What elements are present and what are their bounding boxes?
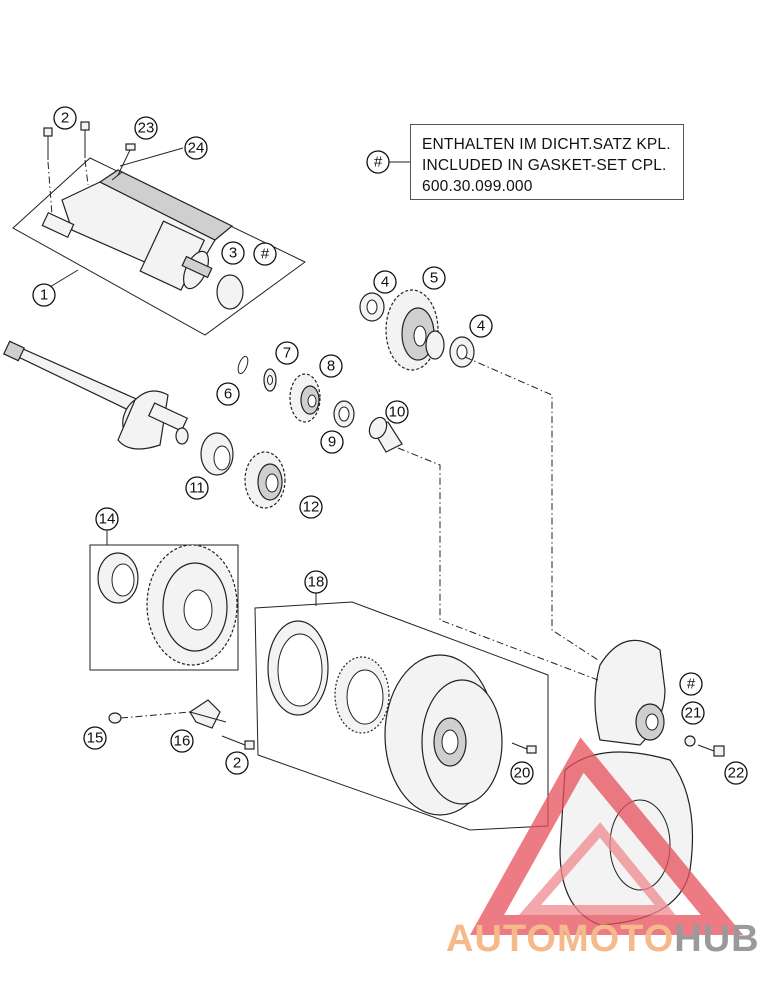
bearing-4-left <box>359 292 385 322</box>
bracket-16 <box>189 699 221 729</box>
gear-8 <box>289 373 321 423</box>
brand-text-hub: HUB <box>674 918 760 960</box>
callout-1: 1 <box>32 283 56 307</box>
watermark-brand-text: AUTOMOTOHUB <box>446 918 760 961</box>
leader-24 <box>119 147 184 167</box>
bolt-20 <box>511 742 537 754</box>
svg-text:15: 15 <box>87 730 104 747</box>
gear-14-group <box>89 544 239 671</box>
starter-motor <box>41 169 234 291</box>
legend-symbol-callout: # <box>366 150 390 174</box>
callout-11: 11 <box>185 476 209 500</box>
callout-2-top-left: 2 <box>53 106 77 130</box>
callout-4-left: 4 <box>373 270 397 294</box>
svg-text:#: # <box>261 246 270 263</box>
svg-text:3: 3 <box>229 245 237 262</box>
callout-4-right: 4 <box>469 314 493 338</box>
starter-motor-outline-box <box>12 157 306 336</box>
svg-text:16: 16 <box>174 733 191 750</box>
callout-21: 21 <box>681 701 705 725</box>
svg-text:4: 4 <box>381 274 389 291</box>
svg-text:5: 5 <box>430 270 438 287</box>
svg-text:23: 23 <box>138 120 155 137</box>
callout-15: 15 <box>83 726 107 750</box>
circlip-6 <box>237 355 249 375</box>
svg-text:10: 10 <box>389 404 406 421</box>
svg-text:4: 4 <box>477 318 485 335</box>
dash-15-16 <box>120 711 191 719</box>
svg-text:#: # <box>374 154 383 171</box>
screw-23 <box>117 143 136 176</box>
bolt-22 <box>697 744 725 757</box>
callout-21-hash: # <box>679 672 703 696</box>
svg-text:18: 18 <box>308 574 325 591</box>
bolt-2-lower <box>221 735 255 750</box>
callout-3: 3 <box>221 241 245 265</box>
svg-text:8: 8 <box>327 358 335 375</box>
washer-7 <box>263 368 277 392</box>
svg-text:14: 14 <box>99 511 116 528</box>
callout-14: 14 <box>95 507 119 531</box>
seal-ring <box>267 620 329 716</box>
svg-text:20: 20 <box>514 765 531 782</box>
bushing-10 <box>368 416 403 453</box>
svg-text:7: 7 <box>283 345 291 362</box>
gear-14-outline-box <box>89 544 239 671</box>
plug-15 <box>108 712 122 724</box>
svg-text:11: 11 <box>189 480 205 497</box>
callout-22: 22 <box>724 761 748 785</box>
svg-text:2: 2 <box>233 755 241 772</box>
svg-text:#: # <box>687 676 696 693</box>
bolt-2-upper-left <box>43 127 53 216</box>
brand-text-automoto: AUTOMOTO <box>446 918 675 960</box>
svg-text:9: 9 <box>328 434 336 451</box>
callout-8: 8 <box>319 354 343 378</box>
svg-text:12: 12 <box>303 499 320 516</box>
callout-6: 6 <box>216 382 240 406</box>
svg-text:2: 2 <box>61 110 69 127</box>
starter-shaft-assembly <box>2 340 189 450</box>
legend-part-number: 600.30.099.000 <box>422 178 533 195</box>
callout-5: 5 <box>422 266 446 290</box>
callout-18: 18 <box>304 570 328 594</box>
bearing-14 <box>97 552 139 604</box>
legend-line-english: INCLUDED IN GASKET-SET CPL. <box>422 157 667 174</box>
callout-2-lower: 2 <box>225 751 249 775</box>
watermark-logo <box>469 737 744 935</box>
callout-12: 12 <box>299 495 323 519</box>
callout-7: 7 <box>275 341 299 365</box>
needle-bearing-11 <box>200 432 234 476</box>
o-ring-3 <box>216 274 244 310</box>
callout-10: 10 <box>385 400 409 424</box>
gear-wheel-14 <box>146 544 238 666</box>
legend-box: ENTHALTEN IM DICHT.SATZ KPL. INCLUDED IN… <box>410 124 684 200</box>
svg-text:1: 1 <box>40 287 48 304</box>
callout-9: 9 <box>320 430 344 454</box>
ignition-cover <box>559 639 694 926</box>
legend-line-german: ENTHALTEN IM DICHT.SATZ KPL. <box>422 136 671 153</box>
dash-line-gear5 <box>464 356 599 661</box>
callout-3-hash: # <box>253 242 277 266</box>
rotor-group <box>254 601 549 831</box>
svg-text:21: 21 <box>685 705 702 722</box>
starter-motor-group <box>12 121 306 336</box>
freewheel <box>334 656 390 734</box>
callout-24: 24 <box>184 136 208 160</box>
bearing-4-right <box>449 336 475 368</box>
intermediate-gear-5 <box>385 289 445 371</box>
leader-16 <box>189 711 227 723</box>
callout-20: 20 <box>510 761 534 785</box>
washer-21 <box>684 735 696 747</box>
callout-23: 23 <box>134 116 158 140</box>
svg-text:22: 22 <box>728 765 745 782</box>
gear-12 <box>244 451 286 509</box>
svg-text:24: 24 <box>188 140 205 157</box>
flywheel-rotor <box>384 654 503 816</box>
svg-text:6: 6 <box>224 386 232 403</box>
dash-line-bushing10 <box>397 447 599 681</box>
bolt-2-upper-right <box>80 121 90 186</box>
needle-bearing-9 <box>333 400 355 428</box>
callout-16: 16 <box>170 729 194 753</box>
